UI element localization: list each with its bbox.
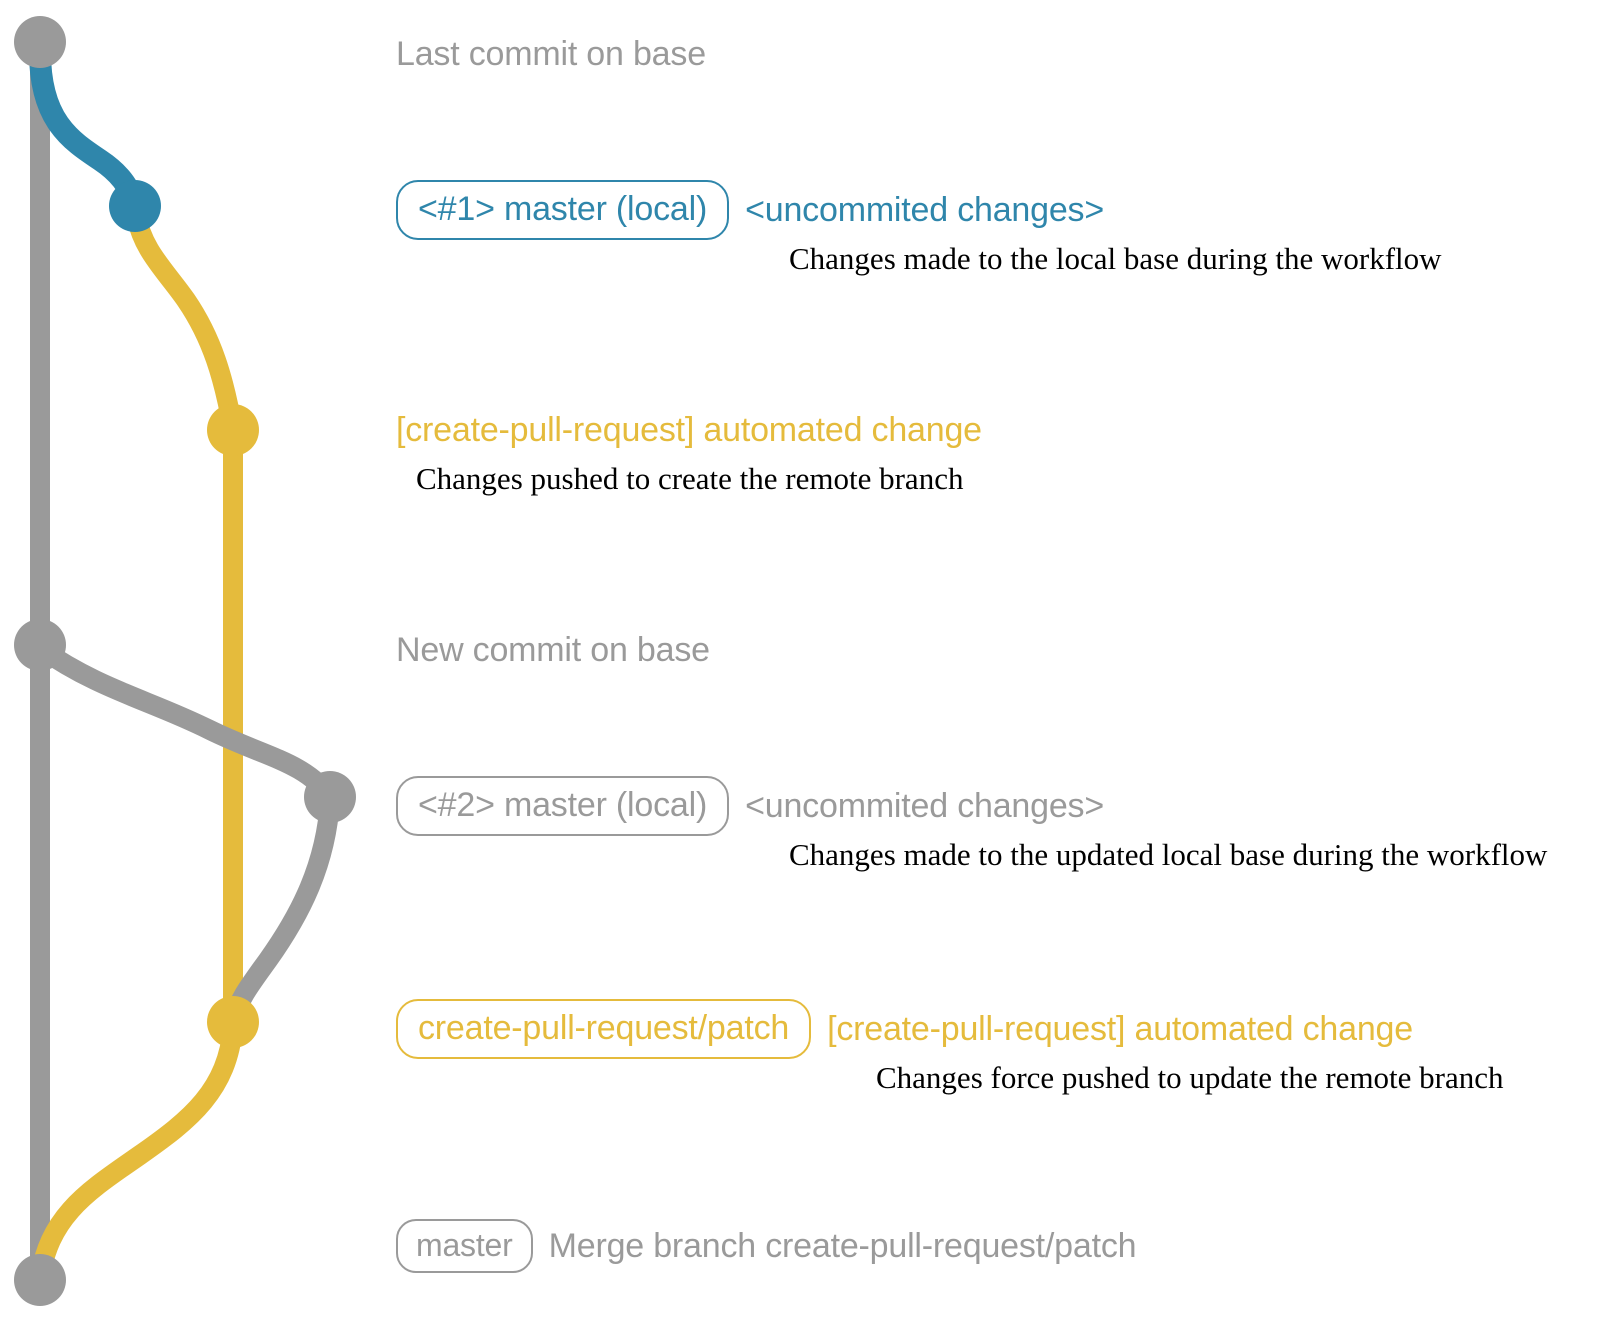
commit-subject: New commit on base — [396, 631, 710, 669]
annotation-caption-automated-change-1: Changes pushed to create the remote bran… — [416, 461, 964, 496]
commit-row-automated-change-1: [create-pull-request] automated change — [396, 413, 982, 447]
commit-subject: [create-pull-request] automated change — [396, 411, 982, 449]
commit-subject: Merge branch create-pull-request/patch — [548, 1227, 1137, 1265]
commit-row-last-commit-on-base: Last commit on base — [396, 37, 706, 71]
edge-base-new-to-local-2 — [30, 638, 340, 807]
edge-local-1-to-patch-1 — [126, 204, 243, 440]
edge-patch-2-to-merge — [30, 1016, 243, 1290]
commit-node-patch-2[interactable] — [207, 996, 259, 1048]
commit-row-automated-change-2: create-pull-request/patch [create-pull-r… — [396, 999, 1413, 1059]
commit-node-base-merge[interactable] — [14, 1254, 66, 1306]
commit-subject: Last commit on base — [396, 35, 706, 73]
commit-node-local-2[interactable] — [304, 771, 356, 823]
commit-node-base-last[interactable] — [14, 16, 66, 68]
commit-node-base-new[interactable] — [14, 619, 66, 671]
commit-node-patch-1[interactable] — [207, 404, 259, 456]
commit-node-local-1[interactable] — [109, 180, 161, 232]
commit-row-local-change-2: <#2> master (local) <uncommited changes> — [396, 776, 1104, 836]
commit-subject: <uncommited changes> — [745, 191, 1105, 229]
commit-row-local-change-1: <#1> master (local) <uncommited changes> — [396, 180, 1104, 240]
commit-subject: [create-pull-request] automated change — [827, 1010, 1413, 1048]
commit-subject: <uncommited changes> — [745, 787, 1105, 825]
annotation-caption-local-change-1: Changes made to the local base during th… — [789, 241, 1442, 276]
annotation-caption-automated-change-2: Changes force pushed to update the remot… — [876, 1060, 1504, 1095]
branch-pill-master[interactable]: master — [396, 1219, 533, 1273]
branch-pill-master-local-2[interactable]: <#2> master (local) — [396, 776, 730, 836]
commit-row-new-commit-on-base: New commit on base — [396, 633, 710, 667]
branch-pill-master-local-1[interactable]: <#1> master (local) — [396, 180, 730, 240]
commit-row-merge-commit: master Merge branch create-pull-request/… — [396, 1219, 1137, 1273]
branch-pill-create-pull-request-patch[interactable]: create-pull-request/patch — [396, 999, 812, 1059]
annotation-caption-local-change-2: Changes made to the updated local base d… — [789, 837, 1548, 872]
